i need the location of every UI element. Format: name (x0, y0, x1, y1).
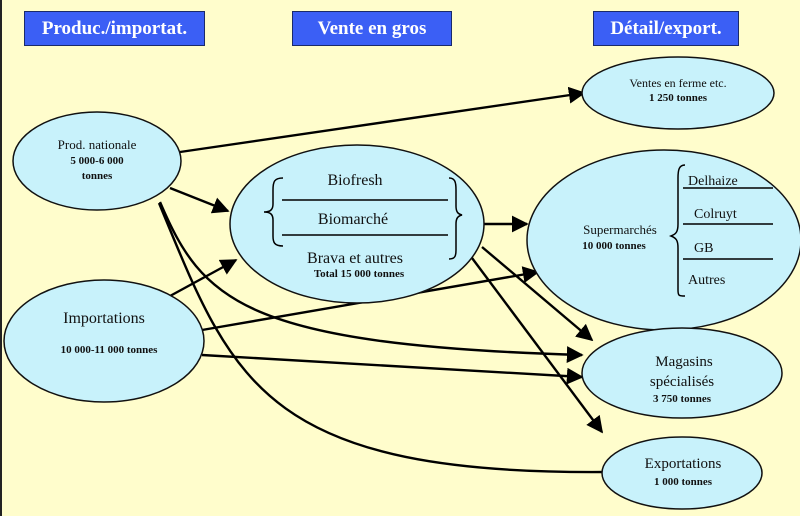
exportations-amount: 1 000 tonnes (654, 476, 713, 488)
edge-gros-to-exportations (471, 257, 604, 434)
chain-colruyt: Colruyt (694, 207, 737, 222)
grossiste-biofresh: Biofresh (327, 172, 382, 189)
prod-nationale-title: Prod. nationale (58, 137, 137, 152)
supermarches-amount: 10 000 tonnes (582, 240, 646, 252)
supermarches-title: Supermarchés (583, 222, 657, 237)
magasins-amount: 3 750 tonnes (653, 393, 712, 405)
node-importations (3, 279, 205, 403)
edge-gros-to-magasins (481, 246, 594, 342)
left-brace (263, 177, 284, 247)
node-exportations (601, 436, 763, 510)
edge-prod-to-exportations (157, 202, 608, 474)
magasins-title-2: spécialisés (650, 374, 714, 390)
ventes-ferme-amount: 1 250 tonnes (649, 92, 708, 104)
edge-prod-to-ventes-ferme (179, 86, 586, 154)
exportations-title: Exportations (645, 456, 722, 472)
node-supermarches (526, 149, 800, 331)
ventes-ferme-title: Ventes en ferme etc. (629, 76, 726, 90)
chain-autres: Autres (688, 273, 725, 288)
edge-prod-to-grossistes (169, 186, 230, 214)
column-header-wholesale: Vente en gros (292, 11, 452, 46)
grossiste-biomarche: Biomarché (318, 211, 388, 228)
edge-imp-to-magasins (201, 353, 584, 385)
node-ventes-ferme (581, 56, 775, 130)
edge-imp-to-grossistes (169, 258, 238, 298)
grossistes-total: Total 15 000 tonnes (314, 268, 405, 280)
column-header-retail: Détail/export. (593, 11, 739, 46)
chain-gb: GB (694, 241, 713, 256)
importations-amount: 10 000-11 000 tonnes (61, 344, 159, 356)
prod-nationale-amount: 5 000-6 000 (70, 155, 124, 167)
edge-prod-to-magasins (158, 201, 584, 363)
prod-nationale-unit: tonnes (82, 170, 113, 182)
grossiste-brava: Brava et autres (307, 250, 403, 267)
magasins-title: Magasins (655, 354, 713, 370)
right-brace (448, 177, 463, 260)
chain-delhaize: Delhaize (688, 174, 738, 189)
node-magasins (581, 327, 783, 419)
importations-title: Importations (63, 310, 145, 327)
supermarket-brace (668, 164, 686, 297)
node-prod-nationale (12, 111, 182, 211)
column-header-production: Produc./importat. (24, 11, 205, 46)
node-grossistes (229, 144, 485, 304)
